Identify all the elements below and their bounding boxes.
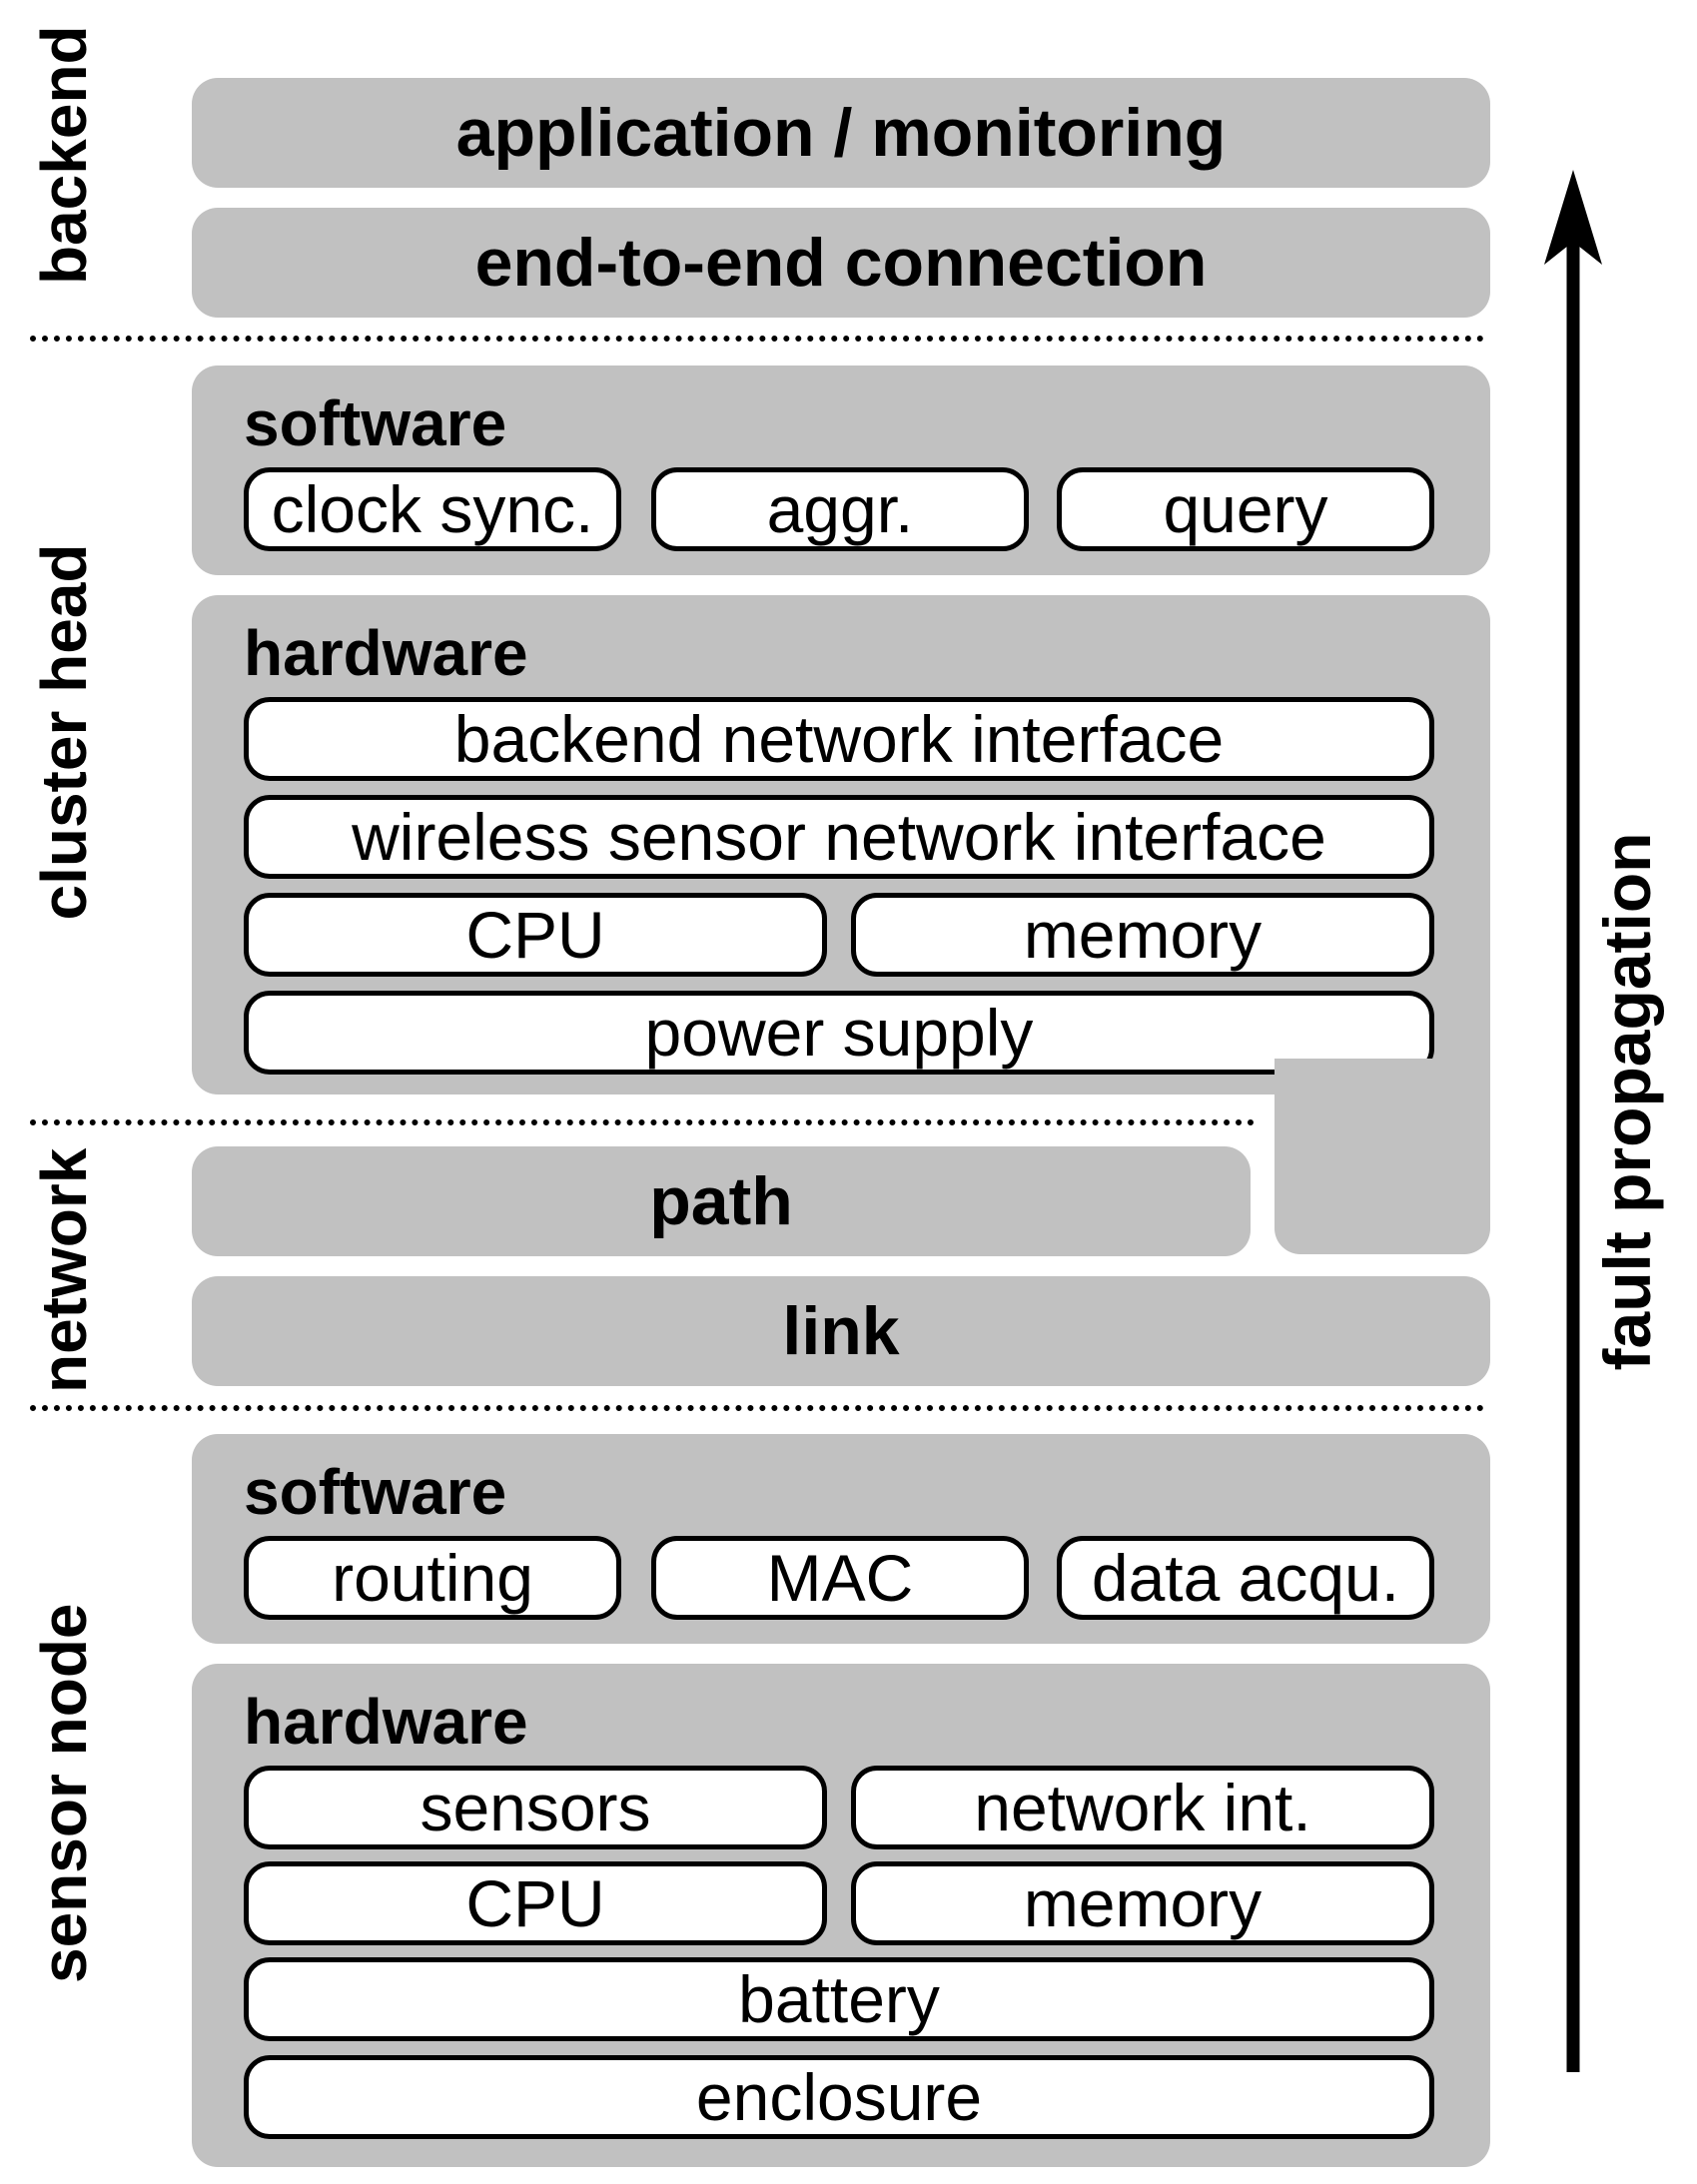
- aggr-box: aggr.: [651, 467, 1029, 551]
- cluster-head-hardware-panel: hardware backend network interface wirel…: [192, 595, 1490, 1094]
- mac-box: MAC: [651, 1536, 1029, 1620]
- application-monitoring-label: application / monitoring: [455, 95, 1227, 171]
- network-int-box: network int.: [851, 1766, 1434, 1849]
- routing-box: routing: [244, 1536, 621, 1620]
- cluster-head-cpu-box: CPU: [244, 893, 827, 977]
- side-label-backend: backend: [28, 25, 100, 285]
- backend-network-interface-box: backend network interface: [244, 697, 1434, 781]
- clock-sync-box: clock sync.: [244, 467, 621, 551]
- sensor-node-hardware-title: hardware: [244, 1686, 528, 1758]
- fault-propagation-arrow: [1544, 170, 1602, 2072]
- separator-backend: [30, 336, 1484, 342]
- sensor-node-cpu-box: CPU: [244, 1861, 827, 1945]
- end-to-end-connection-label: end-to-end connection: [474, 225, 1208, 301]
- cluster-head-hardware-title: hardware: [244, 617, 528, 689]
- enclosure-box: enclosure: [244, 2055, 1434, 2139]
- sensor-node-software-title: software: [244, 1456, 507, 1528]
- wireless-sensor-network-interface-box: wireless sensor network interface: [244, 795, 1434, 879]
- link-layer: link: [192, 1276, 1490, 1386]
- cluster-head-hardware-extension: [1274, 1059, 1490, 1254]
- sensor-node-memory-box: memory: [851, 1861, 1434, 1945]
- side-label-network: network: [28, 1147, 100, 1393]
- sensors-box: sensors: [244, 1766, 827, 1849]
- end-to-end-connection-layer: end-to-end connection: [192, 208, 1490, 318]
- fault-propagation-label: fault propagation: [1590, 832, 1664, 1371]
- link-label: link: [782, 1293, 900, 1369]
- path-layer: path: [192, 1146, 1251, 1256]
- sensor-node-software-panel: software routing MAC data acqu.: [192, 1434, 1490, 1644]
- query-box: query: [1057, 467, 1434, 551]
- sensor-node-hardware-panel: hardware sensors network int. CPU memory…: [192, 1664, 1490, 2167]
- path-label: path: [649, 1163, 793, 1239]
- application-monitoring-layer: application / monitoring: [192, 78, 1490, 188]
- side-label-sensor-node: sensor node: [28, 1603, 100, 1983]
- side-label-cluster-head: cluster head: [28, 543, 100, 921]
- battery-box: battery: [244, 1957, 1434, 2041]
- data-acquisition-box: data acqu.: [1057, 1536, 1434, 1620]
- cluster-head-software-title: software: [244, 387, 507, 459]
- separator-cluster-head: [30, 1119, 1255, 1125]
- cluster-head-software-panel: software clock sync. aggr. query: [192, 365, 1490, 575]
- power-supply-box: power supply: [244, 991, 1434, 1075]
- cluster-head-memory-box: memory: [851, 893, 1434, 977]
- separator-network: [30, 1405, 1484, 1411]
